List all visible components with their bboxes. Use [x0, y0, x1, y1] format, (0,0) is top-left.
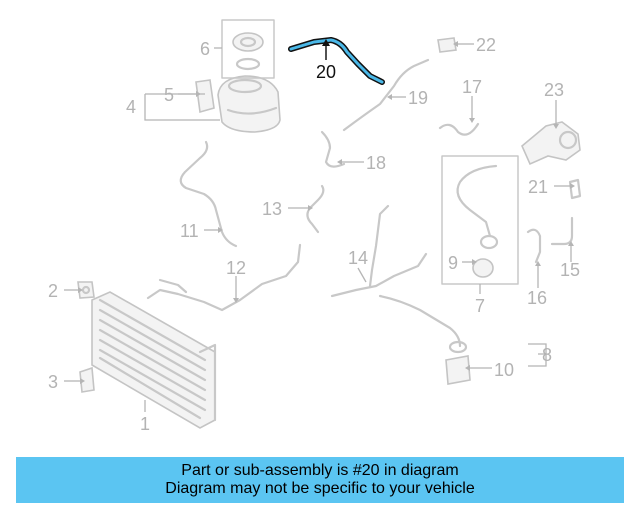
thermostat-housing[interactable] [521, 121, 581, 166]
pipe-part-14[interactable] [330, 252, 428, 298]
callout-10: 10 [494, 360, 514, 380]
radiator[interactable] [91, 291, 217, 429]
callout-14: 14 [348, 248, 368, 268]
parts-diagram: 1 2 3 4 5 6 7 8 9 10 11 12 13 14 15 16 1… [48, 19, 582, 434]
callout-7: 7 [475, 296, 485, 316]
callout-5: 5 [164, 85, 174, 105]
callout-19: 19 [408, 88, 428, 108]
callout-labels: 1 2 3 4 5 6 7 8 9 10 11 12 13 14 15 16 1… [48, 35, 580, 434]
callout-17: 17 [462, 77, 482, 97]
hose-part-16[interactable] [526, 228, 542, 264]
callout-9: 9 [448, 253, 458, 273]
callout-8: 8 [542, 345, 552, 365]
callout-20-arrowhead [322, 39, 330, 46]
callout-18: 18 [366, 153, 386, 173]
hose-part-18[interactable] [320, 130, 346, 168]
highlighted-hose-part-20[interactable] [288, 37, 385, 85]
callout-3: 3 [48, 372, 58, 392]
cap-and-seal-box[interactable] [221, 19, 275, 79]
callout-15: 15 [560, 260, 580, 280]
info-banner: Part or sub-assembly is #20 in diagram D… [16, 457, 624, 503]
expansion-tank[interactable] [217, 75, 281, 133]
callout-20: 20 [316, 62, 336, 82]
hose-part-19[interactable] [342, 58, 430, 132]
callout-1: 1 [140, 414, 150, 434]
hose-part-11[interactable] [179, 140, 238, 248]
banner-line-2: Diagram may not be specific to your vehi… [165, 480, 475, 497]
callout-13: 13 [262, 199, 282, 219]
callout-12: 12 [226, 258, 246, 278]
bracket-part-5[interactable] [195, 79, 215, 114]
callout-6: 6 [200, 39, 210, 59]
callout-23: 23 [544, 80, 564, 100]
callout-4: 4 [126, 97, 136, 117]
callout-2: 2 [48, 281, 58, 301]
hose-part-17[interactable] [438, 122, 480, 136]
pipe-part-12[interactable] [146, 243, 302, 312]
connector-part-10[interactable] [445, 340, 471, 385]
banner-line-1: Part or sub-assembly is #20 in diagram [181, 462, 459, 479]
bracket-part-2[interactable] [77, 281, 95, 299]
leader-lines [64, 43, 572, 412]
fitting-part-22[interactable] [437, 37, 457, 53]
bracket-part-3[interactable] [79, 366, 95, 393]
leader-arrowheads [78, 41, 575, 384]
hose-kit-box[interactable] [441, 155, 519, 285]
fitting-part-21[interactable] [568, 178, 582, 200]
callout-21: 21 [528, 177, 548, 197]
callout-11: 11 [180, 221, 199, 241]
callout-16: 16 [527, 288, 547, 308]
callout-22: 22 [476, 35, 496, 55]
hose-part-15[interactable] [550, 216, 574, 246]
